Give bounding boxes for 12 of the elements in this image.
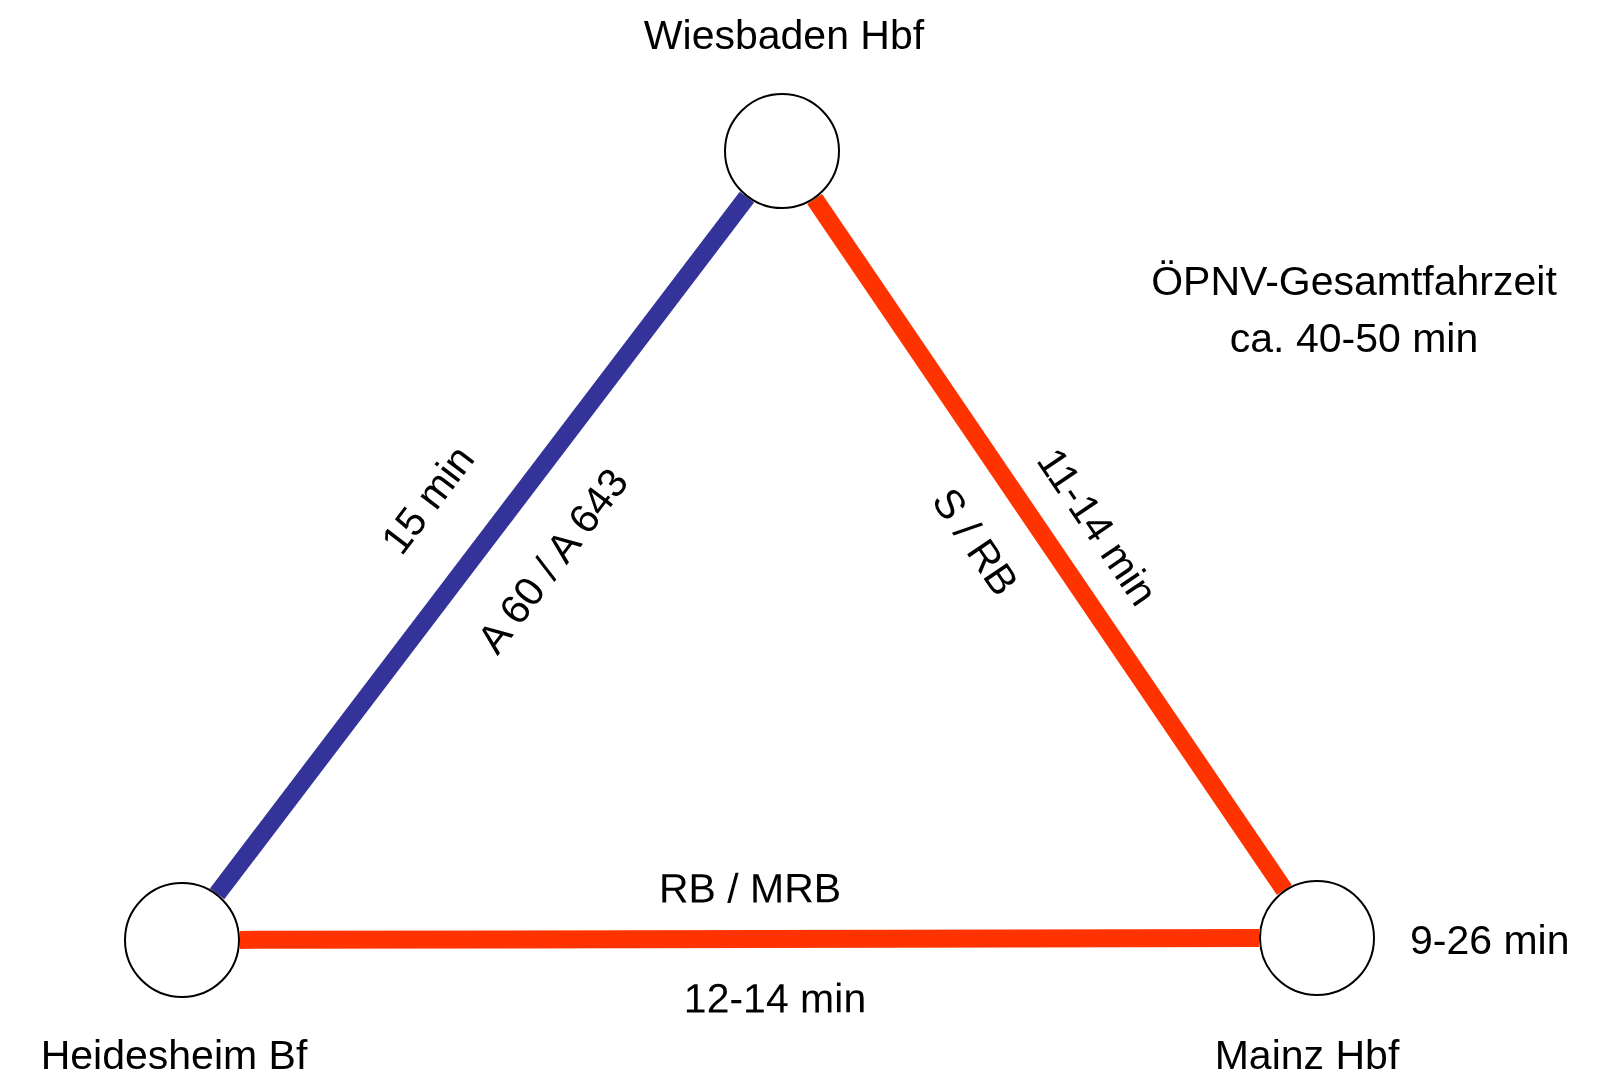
travel-time: 15 min — [372, 436, 484, 564]
route-line — [240, 929, 1259, 949]
station-name: Mainz Hbf — [1214, 1032, 1400, 1077]
route-line — [807, 193, 1292, 896]
route-line — [209, 191, 755, 900]
station-name: Heidesheim Bf — [40, 1032, 308, 1077]
travel-time: 9-26 min — [1410, 916, 1570, 964]
note-text: ÖPNV-Gesamtfahrzeit ca. 40-50 min — [1150, 256, 1558, 363]
edge-label: S / RB — [922, 479, 1028, 605]
station-name: Wiesbaden Hbf — [643, 12, 925, 60]
travel-time: 12-14 min — [683, 975, 867, 1023]
edge-label: RB / MRB — [658, 865, 842, 913]
